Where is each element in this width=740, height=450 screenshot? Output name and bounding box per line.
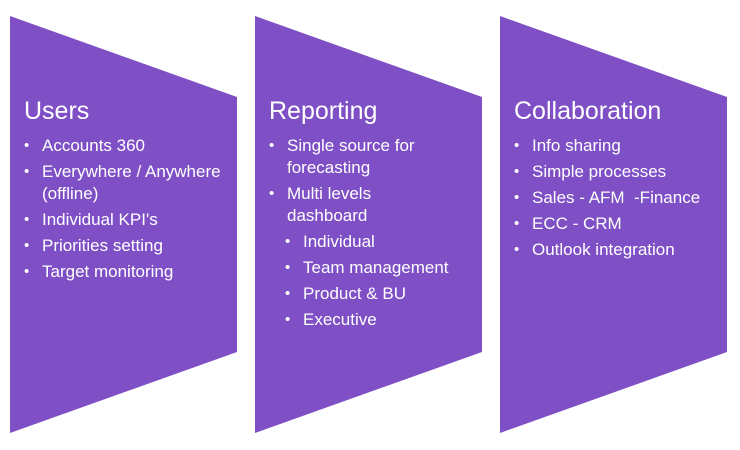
list-item: • Info sharing xyxy=(514,136,621,155)
list-item: • Everywhere / Anywhere (offline) xyxy=(24,162,221,203)
chevron-collaboration xyxy=(500,16,727,433)
panel-users: Users • Accounts 360 • Everywhere / Anyw… xyxy=(24,96,224,287)
list-item: • Outlook integration xyxy=(514,240,675,259)
bullet-icon: • xyxy=(514,215,520,232)
bullet-icon: • xyxy=(24,237,30,254)
list-item: • ECC - CRM xyxy=(514,214,622,233)
chevron-users xyxy=(10,16,237,433)
list-item: • Multi levels dashboard xyxy=(269,184,372,225)
list-item: • Individual KPI's xyxy=(24,210,158,229)
list-item: • Accounts 360 xyxy=(24,136,146,155)
bullet-icon: • xyxy=(285,311,291,328)
panel-reporting: Reporting • Single source for forecastin… xyxy=(269,96,469,335)
list-item: • Single source for forecasting xyxy=(269,136,415,177)
bullet-icon: • xyxy=(24,163,30,180)
bullet-list: • Accounts 360 • Everywhere / Anywhere (… xyxy=(24,135,224,283)
panel-collaboration: Collaboration • Info sharing • Simple pr… xyxy=(514,96,729,265)
bullet-icon: • xyxy=(24,137,30,154)
bullet-icon: • xyxy=(269,137,275,154)
chevron-reporting xyxy=(255,16,482,433)
list-item: • Executive xyxy=(285,310,377,329)
bullet-list: • Single source for forecasting • Multi … xyxy=(269,135,469,331)
panel-title: Users xyxy=(24,97,90,125)
list-item: • Priorities setting xyxy=(24,236,163,255)
bullet-icon: • xyxy=(514,137,520,154)
bullet-icon: • xyxy=(514,163,520,180)
list-item: • Team management xyxy=(285,258,449,277)
bullet-icon: • xyxy=(514,241,520,258)
panel-title: Reporting xyxy=(269,97,378,125)
list-item: • Sales - AFM -Finance xyxy=(514,188,701,207)
bullet-icon: • xyxy=(514,189,520,206)
bullet-icon: • xyxy=(269,185,275,202)
list-item: • Target monitoring xyxy=(24,262,174,281)
bullet-icon: • xyxy=(285,259,291,276)
list-item: • Product & BU xyxy=(285,284,406,303)
panel-title: Collaboration xyxy=(514,97,662,125)
bullet-icon: • xyxy=(24,211,30,228)
list-item: • Simple processes xyxy=(514,162,667,181)
list-item: • Individual xyxy=(285,232,375,251)
bullet-icon: • xyxy=(285,285,291,302)
bullet-list: • Info sharing • Simple processes • Sale… xyxy=(514,135,729,261)
bullet-icon: • xyxy=(24,263,30,280)
bullet-icon: • xyxy=(285,233,291,250)
